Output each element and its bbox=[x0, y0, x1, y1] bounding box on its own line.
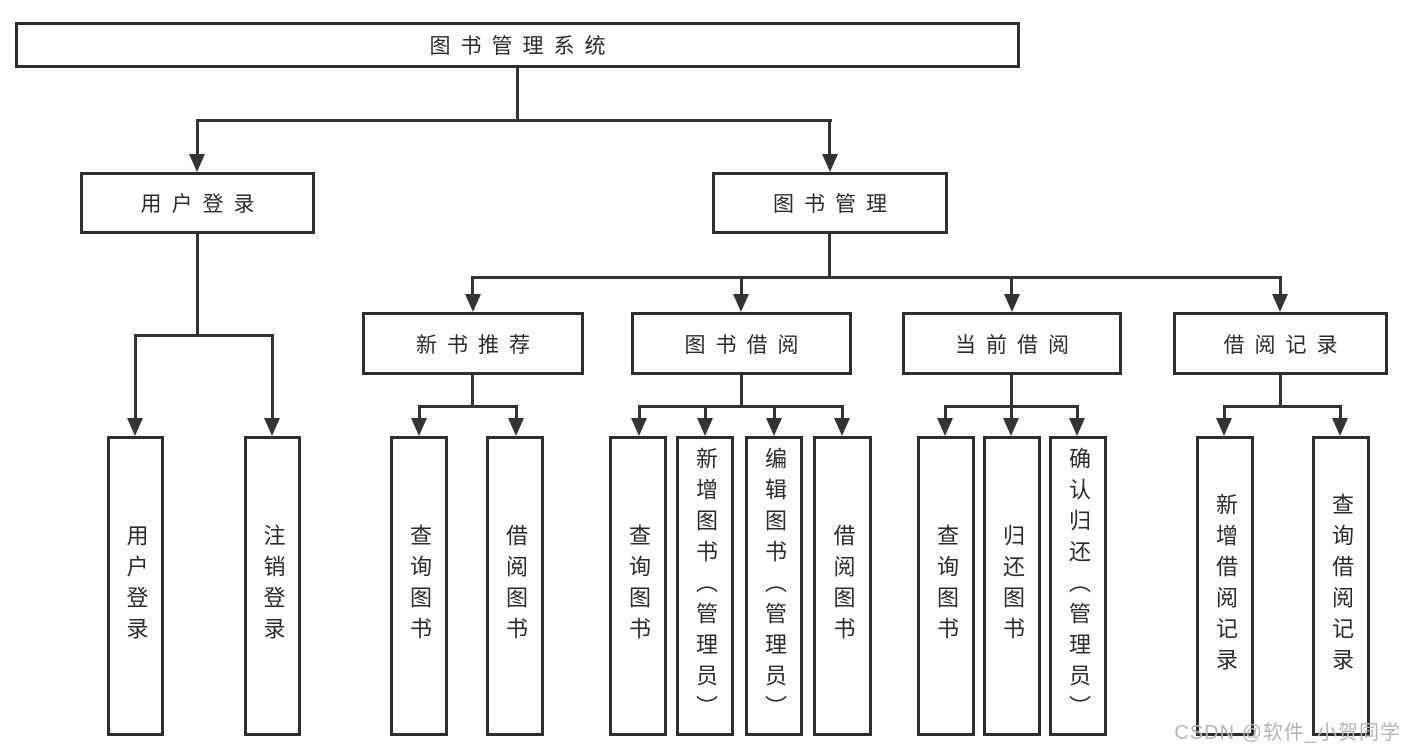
arrow-down-icon bbox=[631, 418, 647, 436]
connector-line bbox=[1010, 375, 1013, 408]
leaf-user-login-label: 用户登录 bbox=[123, 524, 149, 648]
arrow-down-icon bbox=[822, 154, 838, 172]
leaf-current-confirm-return-admin: 确认归还（管理员） bbox=[1049, 436, 1107, 736]
leaf-record-add-borrow-record-label: 新增借阅记录 bbox=[1213, 493, 1238, 679]
connector-line bbox=[1279, 276, 1282, 296]
connector-line bbox=[638, 405, 844, 408]
leaf-current-confirm-return-admin-label: 确认归还（管理员） bbox=[1066, 446, 1091, 726]
arrow-down-icon bbox=[264, 418, 280, 436]
arrow-down-icon bbox=[733, 294, 749, 312]
arrow-down-icon bbox=[834, 418, 850, 436]
leaf-borrow-query-books: 查询图书 bbox=[609, 436, 667, 736]
leaf-user-login: 用户登录 bbox=[107, 436, 164, 736]
arrow-down-icon bbox=[697, 418, 713, 436]
connector-line bbox=[134, 334, 137, 420]
connector-line bbox=[418, 405, 518, 408]
node-new-book-recommend: 新书推荐 bbox=[362, 312, 584, 375]
arrow-down-icon bbox=[508, 418, 524, 436]
connector-line bbox=[196, 119, 832, 122]
node-book-borrow: 图书借阅 bbox=[631, 312, 852, 375]
arrow-down-icon bbox=[1216, 418, 1232, 436]
connector-line bbox=[1279, 375, 1282, 408]
leaf-logout: 注销登录 bbox=[244, 436, 301, 736]
connector-line bbox=[1010, 276, 1013, 296]
leaf-current-return-books-label: 归还图书 bbox=[1000, 524, 1025, 648]
leaf-borrow-add-books-admin: 新增图书（管理员） bbox=[676, 436, 734, 736]
leaf-current-query-books: 查询图书 bbox=[917, 436, 975, 736]
arrow-down-icon bbox=[766, 418, 782, 436]
leaf-newbook-query-books: 查询图书 bbox=[390, 436, 448, 736]
node-user-login-label: 用户登录 bbox=[140, 193, 265, 216]
connector-line bbox=[1223, 405, 1341, 408]
node-root-system: 图书管理系统 bbox=[15, 22, 1020, 68]
leaf-borrow-query-books-label: 查询图书 bbox=[626, 524, 651, 648]
leaf-borrow-borrow-books-label: 借阅图书 bbox=[830, 524, 856, 648]
leaf-record-query-borrow-record: 查询借阅记录 bbox=[1312, 436, 1370, 736]
connector-line bbox=[471, 276, 474, 296]
connector-line bbox=[418, 405, 421, 421]
connector-line bbox=[841, 405, 844, 421]
connector-line bbox=[740, 276, 743, 296]
connector-line bbox=[471, 375, 474, 408]
connector-line bbox=[638, 405, 641, 421]
arrow-down-icon bbox=[1332, 418, 1348, 436]
connector-line bbox=[704, 405, 707, 421]
arrow-down-icon bbox=[189, 154, 205, 172]
node-borrow-record-label: 借阅记录 bbox=[1223, 333, 1348, 357]
leaf-current-return-books: 归还图书 bbox=[983, 436, 1041, 736]
leaf-newbook-borrow-books-label: 借阅图书 bbox=[503, 524, 528, 648]
connector-line bbox=[271, 334, 274, 420]
leaf-newbook-borrow-books: 借阅图书 bbox=[486, 436, 544, 736]
leaf-borrow-add-books-admin-label: 新增图书（管理员） bbox=[693, 446, 718, 726]
node-borrow-record: 借阅记录 bbox=[1173, 312, 1388, 375]
leaf-borrow-edit-books-admin-label: 编辑图书（管理员） bbox=[762, 446, 787, 726]
arrow-down-icon bbox=[465, 294, 481, 312]
connector-line bbox=[1010, 405, 1013, 421]
connector-line bbox=[944, 405, 947, 421]
node-book-management: 图书管理 bbox=[712, 172, 948, 234]
arrow-down-icon bbox=[127, 418, 143, 436]
connector-line bbox=[740, 375, 743, 408]
arrow-down-icon bbox=[937, 418, 953, 436]
arrow-down-icon bbox=[1069, 418, 1085, 436]
connector-line bbox=[196, 233, 199, 336]
connector-line bbox=[134, 334, 274, 337]
connector-line bbox=[471, 276, 1282, 279]
arrow-down-icon bbox=[1272, 294, 1288, 312]
connector-line bbox=[1076, 405, 1079, 421]
arrow-down-icon bbox=[1003, 418, 1019, 436]
csdn-watermark: CSDN @软件_小贺同学 bbox=[1174, 722, 1401, 744]
leaf-record-query-borrow-record-label: 查询借阅记录 bbox=[1329, 493, 1354, 679]
connector-line bbox=[515, 405, 518, 421]
arrow-down-icon bbox=[1004, 294, 1020, 312]
leaf-current-query-books-label: 查询图书 bbox=[934, 524, 959, 648]
node-root-label: 图书管理系统 bbox=[429, 35, 616, 58]
connector-line bbox=[773, 405, 776, 421]
leaf-record-add-borrow-record: 新增借阅记录 bbox=[1196, 436, 1254, 736]
node-current-borrow-label: 当前借阅 bbox=[955, 333, 1079, 357]
connector-line bbox=[196, 119, 199, 157]
connector-line bbox=[1339, 405, 1342, 421]
arrow-down-icon bbox=[411, 418, 427, 436]
node-current-borrow: 当前借阅 bbox=[902, 312, 1122, 375]
node-book-management-label: 图书管理 bbox=[773, 193, 897, 216]
leaf-borrow-edit-books-admin: 编辑图书（管理员） bbox=[745, 436, 803, 736]
connector-line bbox=[1223, 405, 1226, 421]
leaf-logout-label: 注销登录 bbox=[260, 524, 286, 648]
connector-line bbox=[828, 119, 831, 157]
node-user-login: 用户登录 bbox=[80, 172, 315, 234]
connector-line bbox=[828, 233, 831, 278]
connector-line bbox=[516, 68, 519, 122]
leaf-newbook-query-books-label: 查询图书 bbox=[407, 524, 432, 648]
node-new-book-recommend-label: 新书推荐 bbox=[416, 333, 540, 357]
leaf-borrow-borrow-books: 借阅图书 bbox=[813, 436, 872, 736]
node-book-borrow-label: 图书借阅 bbox=[684, 333, 809, 357]
